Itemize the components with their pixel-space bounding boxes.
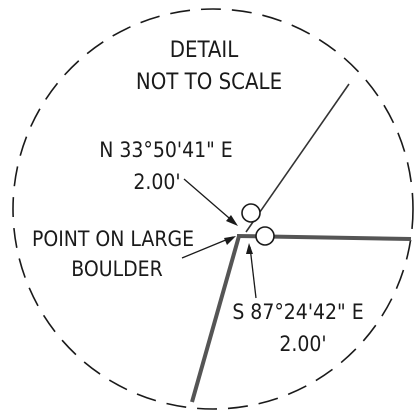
thin-boundary-line	[245, 83, 350, 233]
leader-north-callout	[183, 178, 237, 225]
north-bearing-label: N 33°50'41" E	[99, 138, 233, 162]
north-distance-label: 2.00'	[133, 170, 180, 194]
monument-circle-east	[255, 226, 275, 246]
leader-point-callout	[181, 236, 234, 259]
detail-boundary-circle	[12, 8, 414, 410]
leader-south-arrowhead	[246, 243, 253, 254]
point-label-line2: BOULDER	[71, 257, 162, 281]
monument-circle-north	[241, 203, 261, 223]
detail-subtitle: NOT TO SCALE	[136, 70, 282, 95]
leader-south-callout	[249, 246, 257, 299]
heavy-line-southwest	[190, 235, 241, 403]
detail-title: DETAIL	[170, 38, 239, 63]
south-bearing-label: S 87°24'42" E	[232, 300, 363, 324]
leader-north-arrowhead	[226, 215, 238, 226]
point-label-line1: POINT ON LARGE	[32, 227, 194, 251]
south-distance-label: 2.00'	[279, 332, 326, 356]
leader-point-arrowhead	[224, 236, 236, 245]
